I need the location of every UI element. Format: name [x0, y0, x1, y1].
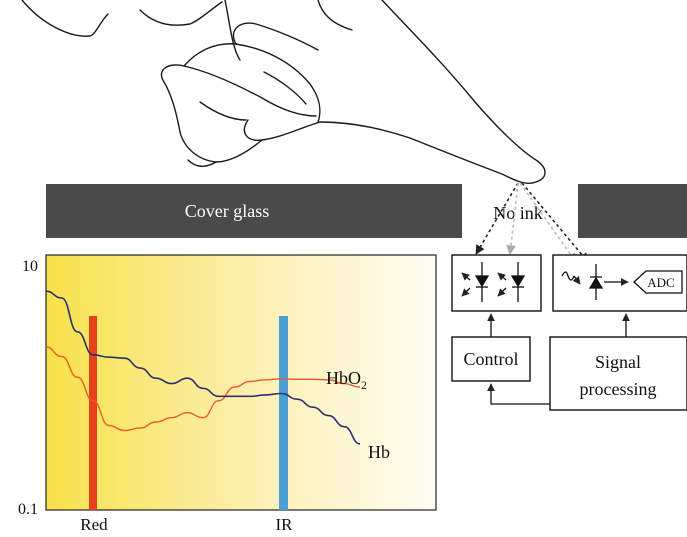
light-paths [475, 182, 589, 263]
series-label-hbo2: HbO2 [326, 368, 367, 392]
y-tick-bottom: 0.1 [18, 501, 38, 518]
chart-plot-area [45, 254, 437, 511]
series-label-hbo2-subscript: 2 [361, 378, 367, 392]
red-band [89, 316, 97, 510]
signal-processing-box [549, 336, 687, 411]
control-box [451, 336, 531, 382]
series-label-hb: Hb [368, 442, 390, 462]
photodiode-icon [561, 264, 629, 300]
finger-illustration [21, 0, 546, 184]
signal-processing-label-line2: processing [580, 379, 657, 399]
x-label-red: Red [80, 515, 108, 534]
signal-processing-label-line1: Signal [595, 352, 641, 372]
cover-glass-right [578, 184, 687, 238]
cover-glass-left [46, 184, 462, 238]
led-red-icon [461, 262, 490, 302]
y-tick-top: 10 [22, 258, 38, 275]
no-ink-label: No ink [493, 203, 543, 223]
led-emitter-box [451, 254, 542, 312]
x-label-ir: IR [276, 515, 294, 534]
ir-band [279, 316, 288, 510]
cover-glass-label: Cover glass [185, 201, 270, 221]
control-label: Control [463, 349, 518, 369]
block-connectors [487, 313, 630, 405]
adc-block: ADC [633, 270, 683, 294]
hbo2-curve [45, 346, 361, 432]
adc-label: ADC [647, 275, 674, 290]
led-ir-icon [497, 262, 526, 302]
hb-curve [45, 290, 361, 445]
absorption-chart: 10 0.1 HbO2 Hb Red IR [18, 254, 437, 534]
